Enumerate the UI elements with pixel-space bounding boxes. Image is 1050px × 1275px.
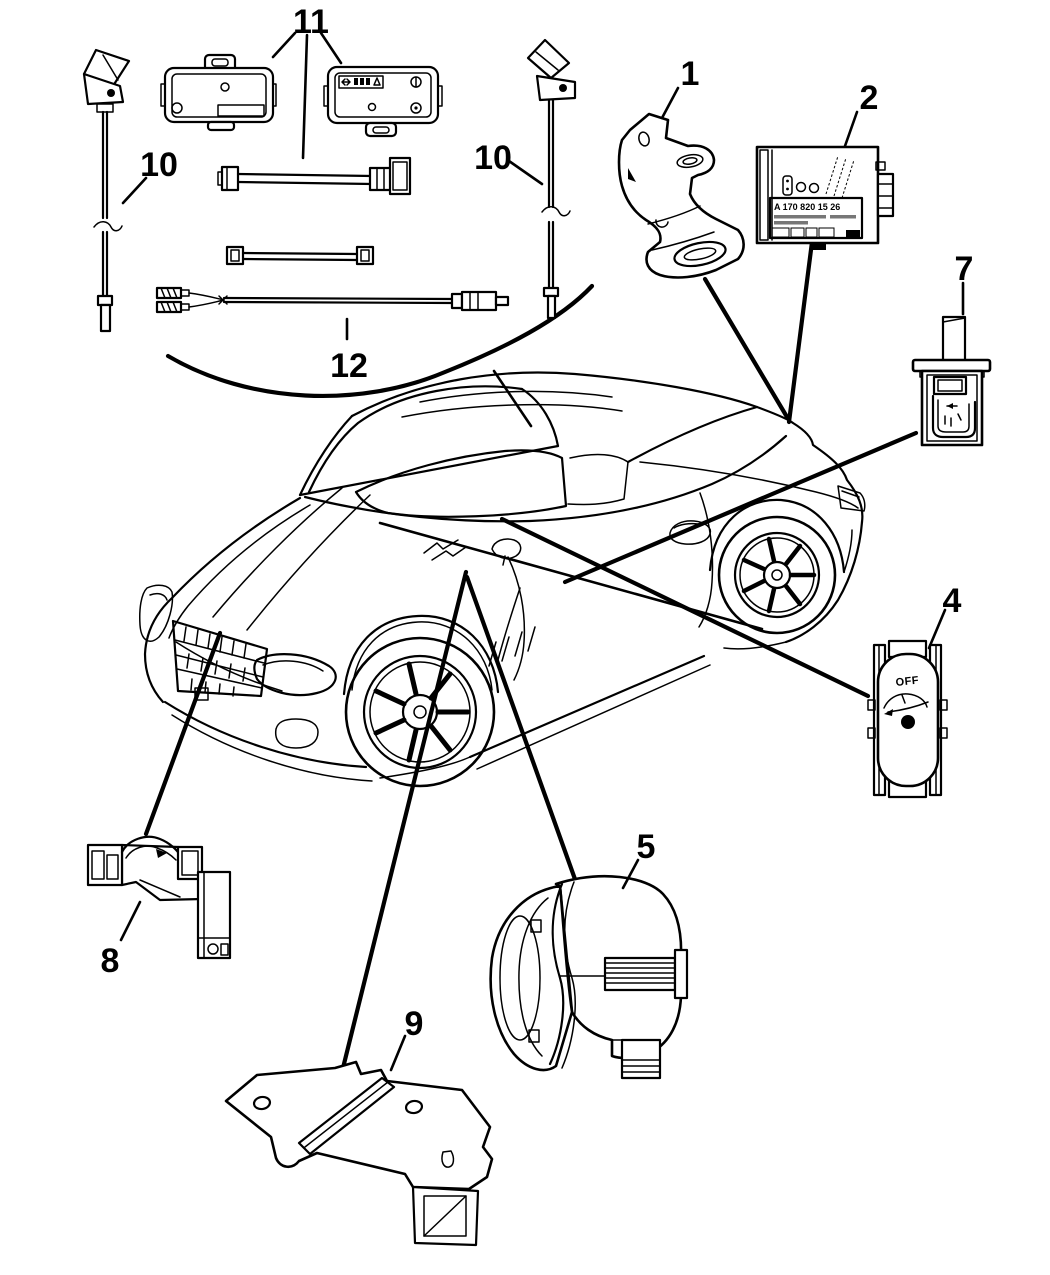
leader-part7 [562,430,919,585]
callout-11: 11 [293,3,329,41]
overhead-module-a [160,53,277,132]
leader-part5 [464,574,579,885]
leader-part1 [702,276,790,420]
leader-part8 [143,630,223,837]
sensor-part8 [86,835,232,960]
car-tilt-icon [883,693,929,716]
callout-10-right: 10 [474,139,512,177]
callout-9: 9 [405,1005,424,1043]
overhead-module-b [323,65,443,138]
antenna-mast-right [526,38,577,320]
jumper-cable [225,245,375,266]
module-part-number-label: A 170 820 15 26 [774,202,840,212]
leader-part4-inner [378,521,764,631]
callout-12: 12 [330,347,368,385]
leader-part2 [786,239,815,425]
adapter-cable [217,156,412,196]
callout-numbers: 1 2 4 5 7 8 9 10 10 11 12 [101,3,974,1043]
car-illustration [139,371,866,788]
security-module-part2: A 170 820 15 26 [755,145,895,250]
callout-4: 4 [943,582,962,620]
callout-8: 8 [101,942,120,980]
switch-off-label: OFF [895,675,920,689]
leader-part9 [338,569,469,1079]
alarm-switch-part4: OFF [867,639,948,799]
callout-2: 2 [860,79,879,117]
leader-lines [143,239,919,1079]
interior-section-arc [165,283,595,399]
bracket-part9 [224,1060,494,1247]
bracket-part1 [617,112,745,279]
alarm-siren-part5 [489,874,689,1080]
callout-1: 1 [681,55,700,93]
y-harness-cable [155,286,510,314]
callout-leaders [119,31,965,1072]
arc-to-roof-leader [492,369,533,428]
rear-wheel [717,515,837,635]
callout-10-left: 10 [140,146,178,184]
callout-5: 5 [637,828,656,866]
callout-7: 7 [955,250,974,288]
plunger-switch-part7 [911,315,992,447]
antenna-mast-left [82,48,131,333]
